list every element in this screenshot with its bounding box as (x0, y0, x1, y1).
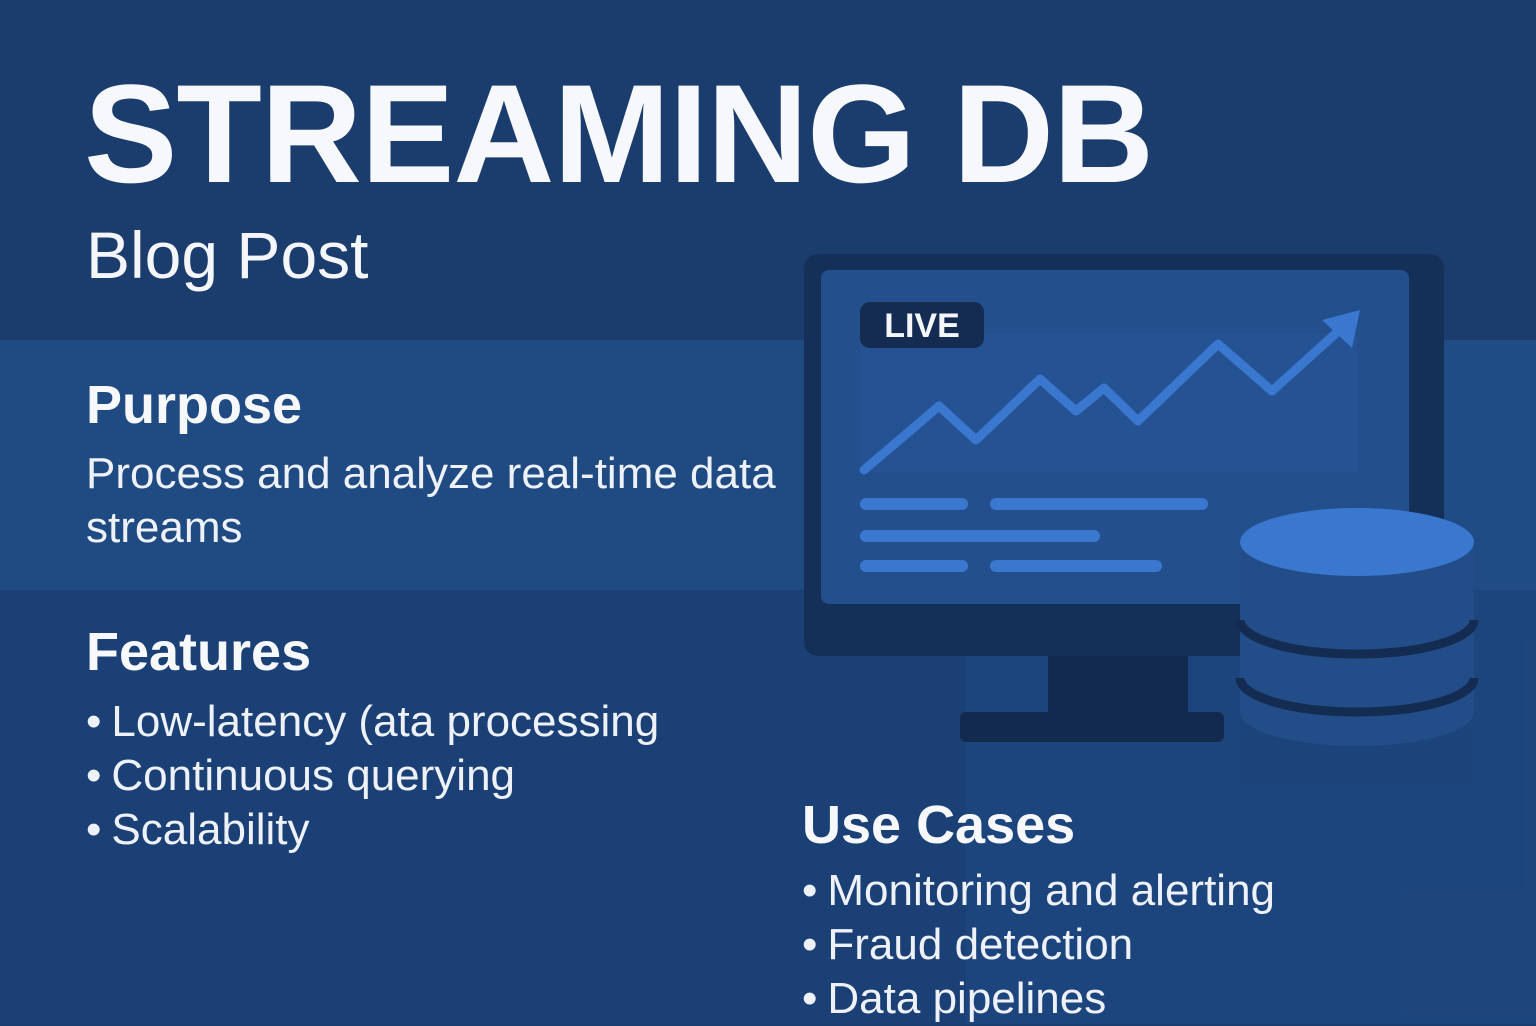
monitor-screen (821, 270, 1409, 604)
list-item: •Scalability (86, 803, 659, 857)
use-case-label: Data pipelines (827, 974, 1107, 1023)
list-item: •Fraud detection (802, 918, 1275, 972)
list-item: •Continuous querying (86, 749, 659, 803)
placeholder-bar (860, 530, 1100, 542)
chart-area (862, 334, 1358, 472)
features-heading: Features (86, 622, 312, 682)
bullet-icon: • (86, 697, 102, 746)
page-subtitle: Blog Post (86, 218, 369, 292)
database-icon (1235, 508, 1479, 786)
live-badge (860, 302, 984, 348)
feature-label: Low-latency (ata processing (111, 697, 660, 746)
placeholder-bar (990, 560, 1162, 572)
monitor-base (960, 712, 1224, 742)
placeholder-bar (860, 560, 968, 572)
placeholder-bar (860, 498, 968, 510)
monitor-stand (1048, 656, 1188, 714)
bullet-icon: • (86, 751, 102, 800)
monitor-icon: LIVE (804, 254, 1479, 786)
placeholder-bar (990, 498, 1208, 510)
live-badge-label: LIVE (884, 307, 960, 345)
purpose-heading: Purpose (86, 375, 303, 435)
bullet-icon: • (802, 974, 818, 1023)
trend-line (859, 321, 1349, 475)
use-case-label: Monitoring and alerting (827, 866, 1276, 915)
features-list: •Low-latency (ata processing •Continuous… (86, 695, 659, 857)
use-cases-list: •Monitoring and alerting •Fraud detectio… (802, 864, 1275, 1026)
list-item: •Monitoring and alerting (802, 864, 1275, 918)
trend-arrow-icon (1322, 310, 1360, 348)
page-title: STREAMING DB (84, 55, 1154, 212)
use-cases-heading: Use Cases (802, 795, 1076, 855)
bullet-icon: • (86, 805, 102, 854)
feature-label: Continuous querying (111, 751, 516, 800)
purpose-text: Process and analyze real-time data strea… (86, 449, 776, 552)
list-item: •Low-latency (ata processing (86, 695, 659, 749)
list-item: •Data pipelines (802, 972, 1275, 1026)
use-case-label: Fraud detection (827, 920, 1134, 969)
feature-label: Scalability (111, 805, 310, 854)
bullet-icon: • (802, 866, 818, 915)
bullet-icon: • (802, 920, 818, 969)
